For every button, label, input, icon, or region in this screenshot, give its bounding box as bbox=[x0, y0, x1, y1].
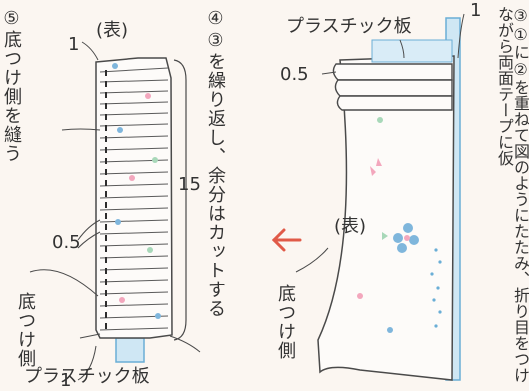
step3-text: ③①に②を重ねて図のようにたたみ、折り目をつけながら両面テープに仮 bbox=[495, 6, 529, 383]
dim-fold-right: 0.5 bbox=[280, 64, 309, 85]
dim-height: 15 bbox=[178, 174, 201, 195]
leader-lines-right bbox=[295, 13, 465, 273]
dim-bottom-left: 1 bbox=[60, 370, 72, 391]
front-label-right: (表) bbox=[334, 216, 367, 237]
bottom-side-right: 底つけ側 bbox=[275, 284, 296, 360]
step4-text: ④③を繰り返し、余分はカットする bbox=[205, 8, 226, 318]
dim-fold-left: 0.5 bbox=[52, 232, 81, 253]
fabric-pattern-right bbox=[357, 117, 419, 333]
height-bracket bbox=[173, 59, 187, 341]
fold-layers bbox=[332, 63, 453, 111]
step5-text: ⑤底つけ側を縫う bbox=[1, 8, 22, 163]
dim-top-right: 1 bbox=[470, 0, 482, 21]
dim-top-left: 1 bbox=[68, 34, 80, 55]
plastic-board-top bbox=[371, 39, 453, 63]
front-label-left: (表) bbox=[96, 20, 129, 41]
plastic-board-label-left: プラスチック板 bbox=[24, 366, 150, 387]
bottom-side-left: 底つけ側 bbox=[15, 292, 36, 368]
plastic-board-label-right: プラスチック板 bbox=[286, 16, 412, 37]
plastic-board-bottom bbox=[115, 337, 145, 363]
folded-fabric bbox=[317, 55, 455, 381]
direction-arrow bbox=[271, 228, 302, 252]
tape-dots bbox=[430, 248, 442, 328]
fabric-pattern-left bbox=[112, 63, 161, 319]
leader-lines-left bbox=[29, 41, 201, 381]
